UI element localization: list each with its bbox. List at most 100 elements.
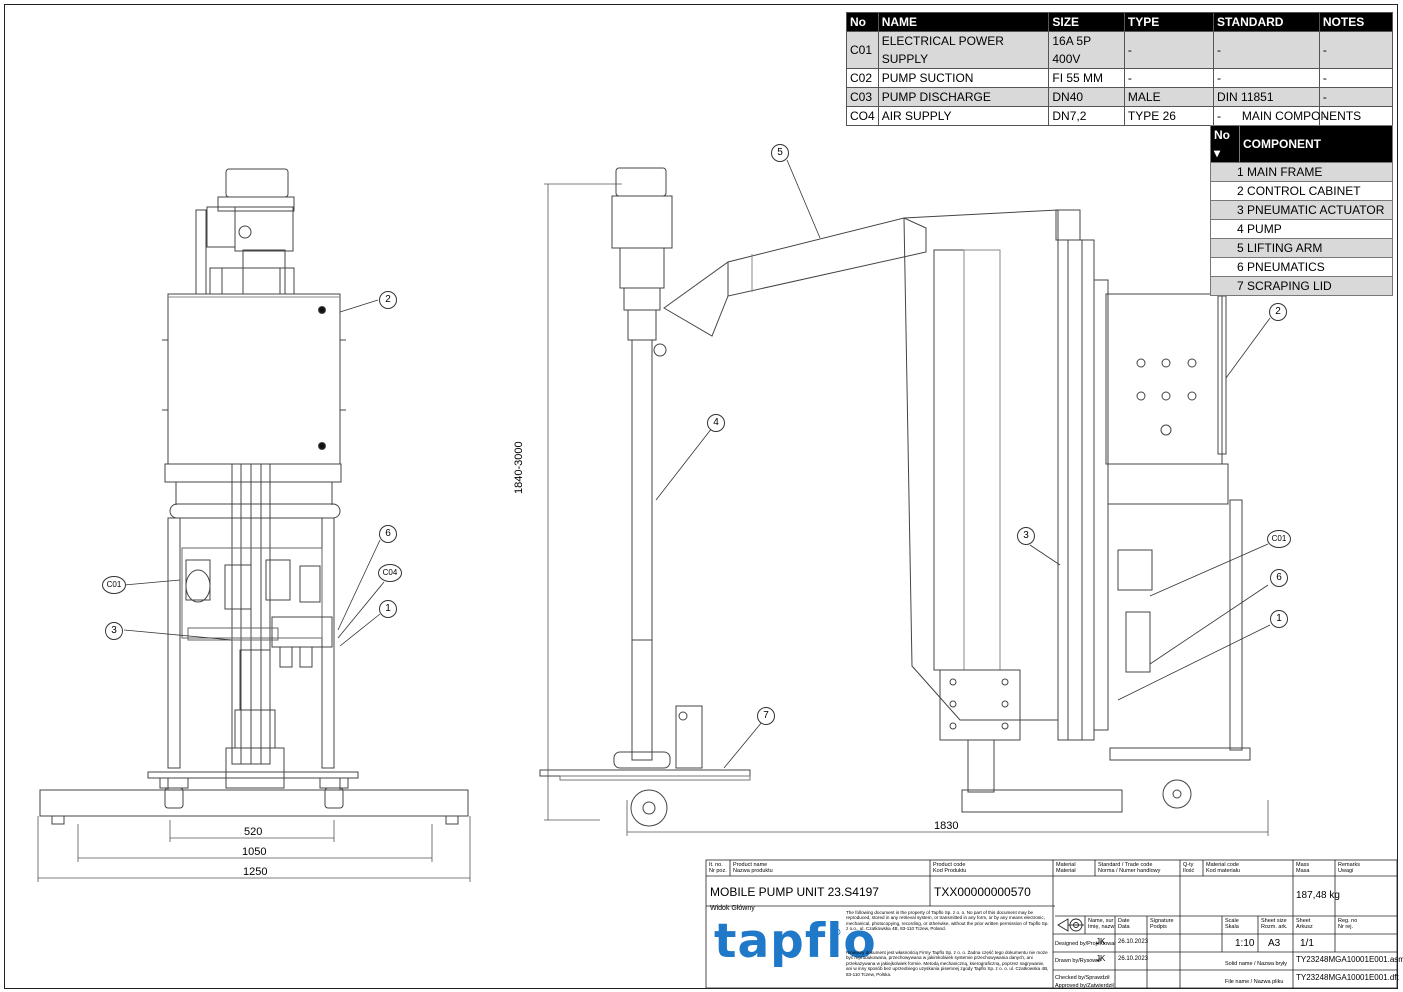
material-code-label: Material code Kod materiału [1206, 862, 1240, 874]
dim-1830: 1830 [934, 820, 959, 832]
product-code-label: Product code Kod Produktu [933, 862, 967, 874]
design-date: 26.10.2023 [1118, 939, 1149, 945]
callout-front-3: 3 [105, 622, 123, 640]
callout-side-6: 6 [1270, 569, 1288, 587]
component-number: 5 [1237, 241, 1244, 255]
connection-cell: MALE [1123, 87, 1215, 107]
connection-cell: - [1123, 68, 1215, 88]
file-name: TY23248MGA10001E001.dft [1296, 973, 1399, 982]
sheet-label: Sheet Arkusz [1296, 918, 1313, 930]
component-row: 7 SCRAPING LID [1210, 276, 1393, 296]
component-number: 3 [1237, 203, 1244, 217]
component-row: 2 CONTROL CABINET [1210, 181, 1393, 201]
connection-cell: TYPE 26 [1123, 106, 1215, 126]
approved-by-label: Approved by/Zatwierdził [1055, 983, 1114, 989]
component-number: 1 [1237, 165, 1244, 179]
designer: JK [1096, 937, 1106, 946]
qty-label: Q-ty Ilość [1183, 862, 1195, 874]
components-title: MAIN COMPONENTS [1241, 109, 1362, 123]
connections-header-cell: NOTES [1318, 12, 1394, 32]
callout-side-4: 4 [707, 414, 725, 432]
component-row: 4 PUMP [1210, 219, 1393, 239]
projection-symbol-icon [1057, 918, 1084, 932]
registered-mark-icon [833, 928, 841, 936]
standard-label: Standard / Trade code Norma / Numer hand… [1098, 862, 1161, 874]
disclaimer-pl: Niniejszy dokument jest własnością Firmy… [846, 950, 1049, 977]
connection-cell: FI 55 MM [1048, 68, 1125, 88]
component-name: PNEUMATIC ACTUATOR [1243, 203, 1385, 217]
title-block-frame [705, 859, 1398, 989]
callout-front-1: 1 [379, 600, 397, 618]
connection-cell: - [1318, 87, 1394, 107]
components-header-row: No ▾COMPONENT [1210, 125, 1393, 163]
solid-name: TY23248MGA10001E001.asm [1296, 955, 1403, 964]
callout-side-1: 1 [1270, 610, 1288, 628]
dim-height-range: 1840-3000 [513, 441, 525, 494]
component-cell: 1 MAIN FRAME [1210, 162, 1393, 182]
connection-cell: C02 [846, 68, 879, 88]
callout-side-2: 2 [1269, 303, 1287, 321]
connection-cell: - [1123, 31, 1215, 69]
component-cell: 3 PNEUMATIC ACTUATOR [1210, 200, 1393, 220]
connections-header-cell: SIZE [1048, 12, 1125, 32]
date-label: Date Data [1118, 918, 1130, 930]
component-name: LIFTING ARM [1243, 241, 1323, 255]
connection-cell: 16A 5P 400V [1048, 31, 1125, 69]
dim-1250: 1250 [243, 866, 268, 878]
connection-cell: - [1318, 31, 1394, 69]
view-name: Widok Główny [710, 905, 755, 912]
mass-label: Mass Masa [1296, 862, 1310, 874]
component-row: 3 PNEUMATIC ACTUATOR [1210, 200, 1393, 220]
connection-cell: AIR SUPPLY [877, 106, 1050, 126]
components-header-no[interactable]: No ▾ [1210, 125, 1240, 163]
component-cell: 4 PUMP [1210, 219, 1393, 239]
component-row: 5 LIFTING ARM [1210, 238, 1393, 258]
front-view [37, 168, 471, 882]
component-name: PNEUMATICS [1243, 260, 1325, 274]
checked-by-label: Checked by/Sprawdził [1055, 975, 1110, 981]
drawer: JK [1096, 954, 1106, 963]
scale-value: 1:10 [1235, 938, 1255, 949]
connection-cell: CO4 [846, 106, 879, 126]
component-number: 2 [1237, 184, 1244, 198]
drawn-by-label: Drawn by/Rysował [1055, 958, 1101, 964]
callout-front-c04: C04 [378, 564, 402, 582]
connection-cell: PUMP DISCHARGE [877, 87, 1050, 107]
connection-cell: - [1213, 31, 1320, 69]
dim-1050: 1050 [242, 846, 267, 858]
component-name: CONTROL CABINET [1243, 184, 1361, 198]
material-label: Material Materiał [1056, 862, 1076, 874]
component-number: 4 [1237, 222, 1244, 236]
connection-cell: DIN 11851 [1213, 87, 1320, 107]
component-row: 1 MAIN FRAME [1210, 162, 1393, 182]
reg-no-label: Reg. no Nr rej. [1338, 918, 1358, 930]
component-cell: 6 PNEUMATICS [1210, 257, 1393, 277]
component-row: 6 PNEUMATICS [1210, 257, 1393, 277]
connection-cell: - [1318, 68, 1394, 88]
side-view [539, 159, 1271, 836]
connection-cell: PUMP SUCTION [877, 68, 1050, 88]
component-name: SCRAPING LID [1243, 279, 1332, 293]
scale-label: Scale Skala [1225, 918, 1239, 930]
mass-value: 187,48 kg [1296, 890, 1340, 901]
connections-header-cell: NAME [877, 12, 1050, 32]
callout-side-7: 7 [757, 707, 775, 725]
callout-front-2: 2 [379, 291, 397, 309]
sheet-size-value: A3 [1268, 938, 1281, 949]
tapflo-logo: tapflo [714, 914, 877, 969]
connection-cell: ELECTRICAL POWER SUPPLY [877, 31, 1050, 69]
components-header-name[interactable]: COMPONENT [1239, 125, 1393, 163]
it-no-label: It. no. Nr poz. [709, 862, 727, 874]
callout-front-c01: C01 [102, 576, 126, 594]
connection-cell: DN7,2 [1048, 106, 1125, 126]
callout-side-5: 5 [771, 144, 789, 162]
remarks-label: Remarks Uwagi [1338, 862, 1361, 874]
connections-header-cell: No [846, 12, 879, 32]
file-name-label: File name / Nazwa pliku [1225, 979, 1284, 985]
connection-cell: C01 [846, 31, 879, 69]
